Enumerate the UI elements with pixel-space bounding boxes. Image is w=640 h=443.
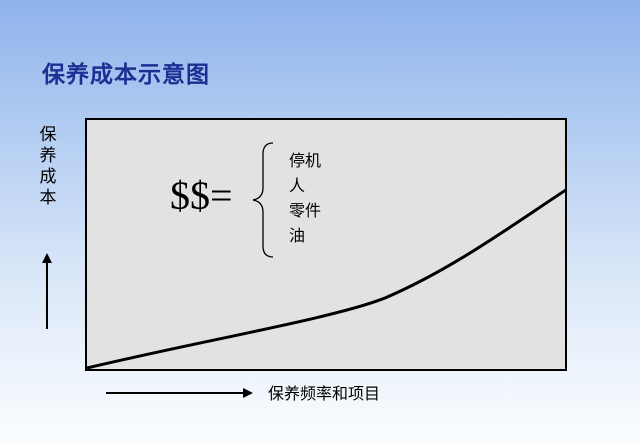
y-axis-arrow-icon [42, 253, 52, 329]
plot-area [85, 118, 567, 371]
cost-item-parts: 零件 [289, 201, 322, 220]
cost-item-downtime: 停机 [289, 151, 322, 170]
y-axis-label: 保 养 成 本 [39, 125, 57, 208]
cost-curve [86, 187, 567, 370]
slide-title: 保养成本示意图 [42, 62, 210, 88]
cost-items-list: 停机 人 零件 油 [289, 148, 321, 248]
cost-formula: $$= [170, 173, 233, 218]
curly-brace-icon [252, 142, 274, 258]
x-axis-arrow-icon [106, 388, 253, 398]
cost-item-labor: 人 [289, 176, 306, 195]
cost-item-oil: 油 [289, 226, 306, 245]
x-axis-label: 保养频率和项目 [268, 384, 381, 403]
